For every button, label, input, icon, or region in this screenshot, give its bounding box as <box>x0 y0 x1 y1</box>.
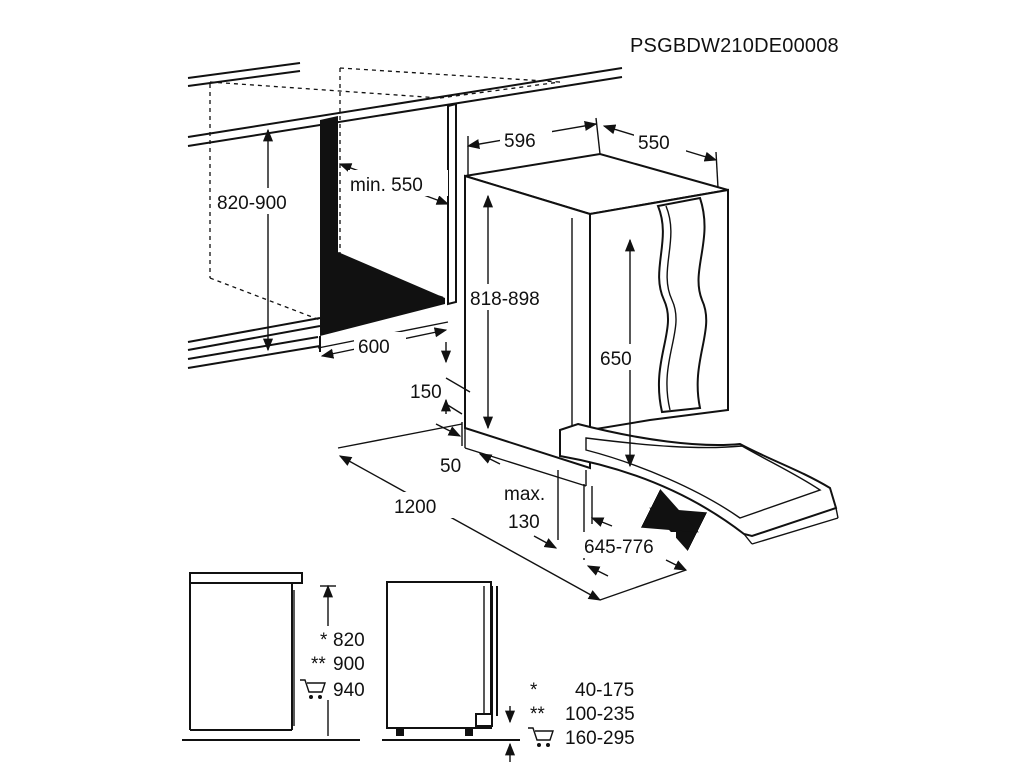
height-value-1: 820 <box>333 630 365 651</box>
label-door-range: 645-776 <box>584 537 654 558</box>
cart-icon <box>300 679 326 699</box>
side-view-right <box>382 581 520 762</box>
niche-side-panel <box>320 116 445 336</box>
label-min-depth: min. 550 <box>350 175 423 196</box>
range-marker-1: * <box>530 680 538 701</box>
label-depth: 550 <box>638 133 670 154</box>
label-width: 596 <box>504 131 536 152</box>
worktop <box>187 62 623 147</box>
height-marker-2: ** <box>311 654 326 675</box>
range-value-2: 100-235 <box>565 704 635 725</box>
range-marker-2: ** <box>530 704 545 725</box>
range-value-1: 40-175 <box>575 680 634 701</box>
dimension-labels: 820-900 min. 550 596 550 818-898 600 650… <box>214 126 686 558</box>
model-code: PSGBDW210DE00008 <box>630 35 839 57</box>
label-plinth-depth: 50 <box>440 456 461 477</box>
range-value-3: 160-295 <box>565 728 635 749</box>
label-niche-width: 600 <box>358 337 390 358</box>
side-heights: * 820 ** 900 940 <box>300 626 380 701</box>
height-value-2: 900 <box>333 654 365 675</box>
plinth-ranges: * 40-175 ** 100-235 160-295 <box>528 680 635 749</box>
label-plinth-height: 150 <box>410 382 442 403</box>
door-travel-arrow <box>640 488 708 552</box>
label-max-value: 130 <box>508 512 540 533</box>
label-max: max. <box>504 484 545 505</box>
label-total-length: 1200 <box>394 497 436 518</box>
height-marker-1: * <box>320 630 328 651</box>
label-door-height: 650 <box>600 349 632 370</box>
perspective-view: 820-900 min. 550 596 550 818-898 600 650… <box>187 62 839 601</box>
height-value-3: 940 <box>333 680 365 701</box>
cart-icon <box>528 727 554 747</box>
label-niche-height: 820-900 <box>217 193 287 214</box>
label-appliance-height: 818-898 <box>470 289 540 310</box>
